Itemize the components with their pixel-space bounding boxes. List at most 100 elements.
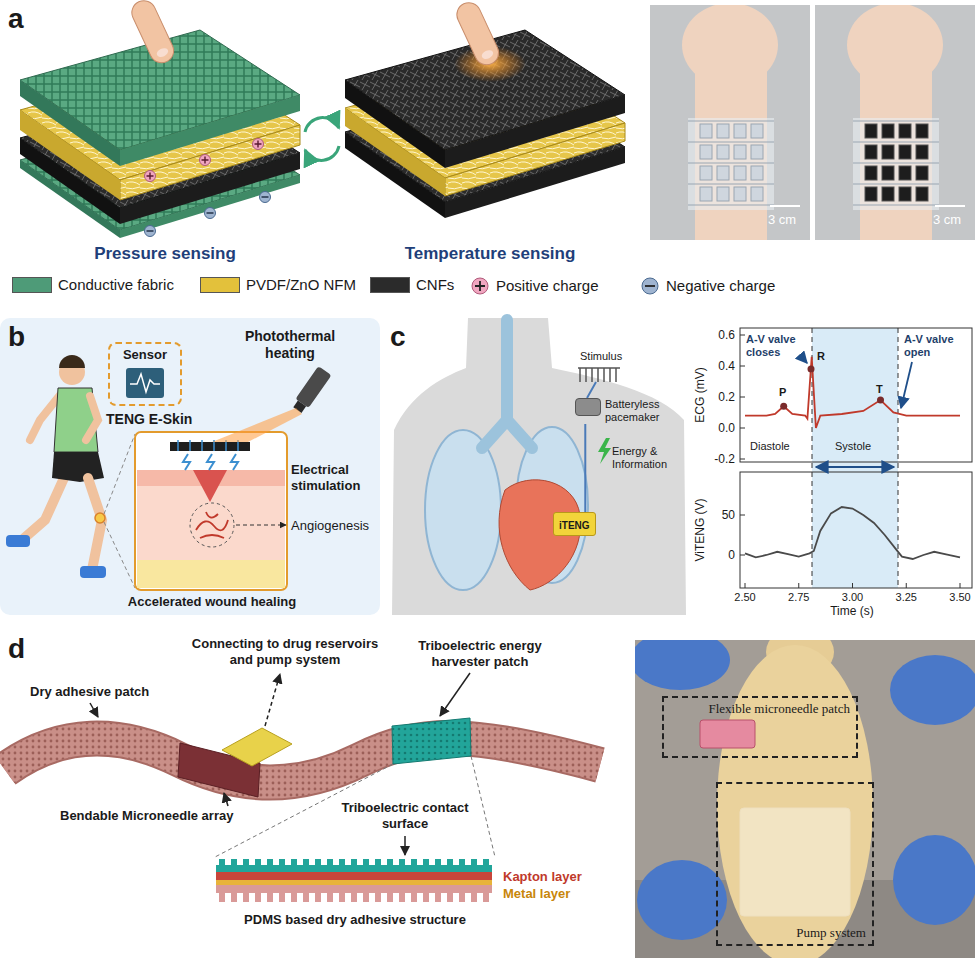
annotation: A-V valve open	[904, 333, 964, 359]
finger	[453, 0, 503, 69]
sensor-box: Sensor	[108, 342, 182, 406]
negative-charge	[205, 208, 216, 219]
skin-inset	[137, 560, 285, 588]
charge-symbol	[640, 276, 660, 296]
pacemaker-node: Batteryless pacemaker	[575, 398, 669, 424]
wrist-photo	[853, 118, 939, 210]
positive-charge	[202, 157, 209, 164]
legend-item: CNFs	[370, 276, 454, 294]
runner-figure	[22, 478, 64, 540]
cross-section	[216, 865, 492, 872]
legend-item: Conductive fabric	[12, 276, 174, 294]
charge-symbol	[642, 278, 658, 294]
tick-label: 0	[728, 548, 735, 562]
node-text: iTENG	[559, 520, 590, 532]
layer-label: Kapton layer	[503, 869, 582, 885]
axis-title: ViTENG (V)	[693, 485, 707, 575]
skin-inset	[207, 454, 214, 470]
zoom-lines	[471, 756, 495, 857]
wave-marker: T	[876, 383, 883, 396]
temperature-sensor-stack	[345, 80, 445, 168]
rat-photo	[700, 720, 755, 748]
temperature-sensor-stack	[445, 95, 625, 168]
wrist-photo	[751, 166, 763, 180]
laser-device	[291, 366, 332, 414]
wrist-photo	[700, 166, 712, 180]
cross-section	[216, 872, 492, 880]
annotation: A-V valve closes	[746, 333, 806, 359]
wrist-photo	[916, 124, 928, 138]
part-label: Energy & Information	[612, 445, 684, 471]
wrist-photo	[865, 166, 877, 180]
ecg-chart	[901, 362, 912, 408]
negative-charge	[147, 230, 154, 231]
lightning-icon	[598, 438, 611, 464]
temperature-sensor-stack	[345, 30, 625, 218]
stimulus-electrode	[578, 368, 620, 398]
microneedle-strip	[5, 738, 600, 782]
finger	[128, 0, 178, 67]
cross-section	[216, 893, 492, 902]
scale-label: 3 cm	[933, 212, 961, 228]
leader-arrows	[90, 703, 98, 717]
charge-symbol	[475, 281, 485, 291]
wrist-photo	[751, 124, 763, 138]
tick-label: 0.4	[718, 359, 735, 373]
wrist-photo	[650, 5, 810, 240]
legend-swatch	[200, 277, 240, 293]
skin-inset	[196, 512, 228, 538]
skin-inset	[193, 470, 227, 502]
ecg-chart	[800, 355, 807, 363]
ecg-chart	[740, 335, 745, 555]
ecg-chart	[812, 328, 898, 588]
ecg-chart	[740, 328, 972, 462]
legend-text: PVDF/ZnO NFM	[246, 276, 356, 294]
wrist-photo	[899, 145, 911, 159]
rat-photo	[635, 640, 730, 690]
scale-label: 3 cm	[768, 212, 796, 228]
wrist-photo	[865, 187, 877, 201]
finger	[128, 0, 178, 67]
cross-section	[216, 880, 492, 885]
zoom-lines	[104, 434, 135, 588]
legend-swatch	[370, 277, 410, 293]
tick-label: -0.2	[714, 452, 735, 466]
runner-figure	[86, 396, 98, 440]
positive-charge	[145, 139, 264, 182]
zoom-lines	[104, 522, 135, 588]
tick-label: 2.50	[725, 591, 765, 604]
panel-letter: c	[390, 320, 406, 354]
rat-photo	[635, 640, 975, 958]
rat-photo	[717, 645, 873, 958]
charge-symbol	[645, 285, 655, 287]
wrist-photo	[734, 124, 746, 138]
body-silhouette	[392, 318, 686, 615]
wrist-photo	[916, 145, 928, 159]
finger	[480, 48, 494, 60]
negative-charge	[145, 226, 156, 237]
body-silhouette	[392, 318, 686, 615]
iteng-patch: iTENG	[553, 512, 596, 536]
negative-charge	[262, 196, 269, 197]
part-label: Dry adhesive patch	[30, 684, 149, 700]
legend-text: Negative charge	[666, 277, 775, 295]
panel-letter: a	[8, 2, 24, 36]
node-text: Sensor	[123, 347, 167, 363]
panel-letter: d	[8, 632, 25, 666]
phase-label: Diastole	[750, 440, 790, 453]
leader-arrows	[224, 793, 228, 806]
wrist-photo	[751, 187, 763, 201]
ecg-chart	[740, 328, 972, 588]
part-label: Electrical stimulation	[291, 462, 379, 494]
connector-wire	[584, 424, 586, 512]
runner-figure	[95, 513, 105, 523]
finger	[155, 46, 169, 58]
positive-charge	[145, 171, 156, 182]
wrist-photo	[688, 118, 774, 210]
legend-text: Positive charge	[496, 277, 599, 295]
cross-section	[216, 859, 492, 902]
pressure-sensor-stack	[20, 80, 120, 166]
panel-letter: b	[8, 320, 25, 354]
part-label: Photothermal heating	[235, 328, 345, 362]
microneedle-strip	[392, 718, 471, 764]
